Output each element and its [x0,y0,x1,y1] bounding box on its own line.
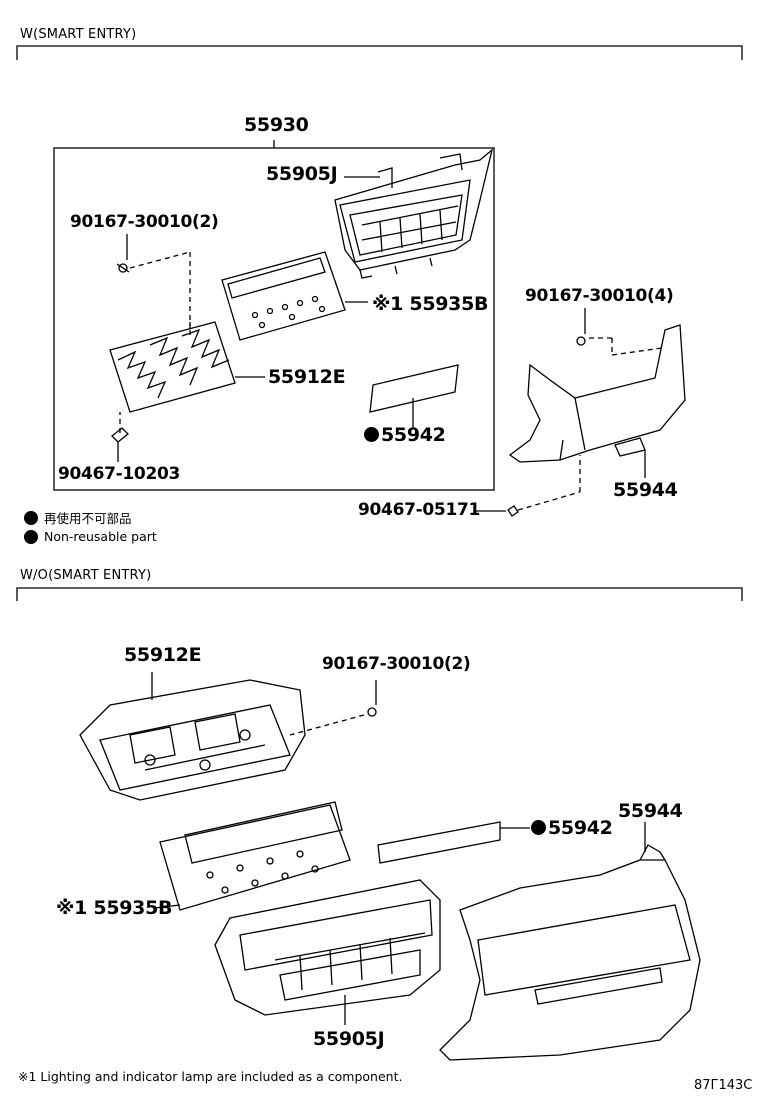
non-reusable-dot-icon [24,529,38,544]
section-title-no-smart-entry: W/O(SMART ENTRY) [20,568,152,583]
screw-icon [576,336,586,346]
non-reusable-bullet-icon [364,427,379,442]
legend-english: Non-reusable part [24,529,157,544]
label-film: 55942 [364,424,446,446]
frame-drawing [109,321,236,413]
clip-icon [507,505,519,517]
legend-japanese: 再使用不可部品 [24,508,132,527]
label-circuit-board: ※1 55935B [372,293,489,315]
label-bezel-2: 55944 [618,800,683,822]
film-drawing [369,364,459,413]
section2-rule [16,587,743,601]
label-assembly: 55930 [244,114,309,136]
section-title-smart-entry: W(SMART ENTRY) [20,27,137,42]
circuit-board-drawing [221,251,346,341]
section1-rule [16,45,743,60]
control-unit-drawing-2 [214,879,441,1016]
film-drawing-2 [377,821,501,864]
bezel-drawing [508,324,686,463]
bezel-drawing-2 [439,844,701,1061]
non-reusable-dot-icon [24,510,38,525]
label-control-unit: 55905J [266,163,338,185]
label-circuit-board-2: ※1 55935B [56,897,173,919]
footnote: ※1 Lighting and indicator lamp are inclu… [18,1069,403,1084]
label-screw-pair-2: 90167-30010(2) [322,654,471,674]
label-bezel-clip: 90467-05171 [358,500,481,520]
frame-drawing-2 [79,679,306,801]
circuit-board-drawing-2 [159,801,351,911]
label-control-unit-2: 55905J [313,1028,385,1050]
clip-icon [111,427,129,443]
label-clip: 90467-10203 [58,464,181,484]
label-bezel-screw: 90167-30010(4) [525,286,674,306]
label-bezel: 55944 [613,479,678,501]
non-reusable-bullet-icon [531,820,546,835]
screw-icon [367,707,377,717]
control-unit-drawing [334,148,494,279]
screw-icon [118,263,128,273]
label-frame-2: 55912E [124,644,202,666]
label-frame: 55912E [268,366,346,388]
label-screw-pair: 90167-30010(2) [70,212,219,232]
label-film-2: 55942 [531,817,613,839]
illustration-code: 87Г143С [694,1078,753,1093]
